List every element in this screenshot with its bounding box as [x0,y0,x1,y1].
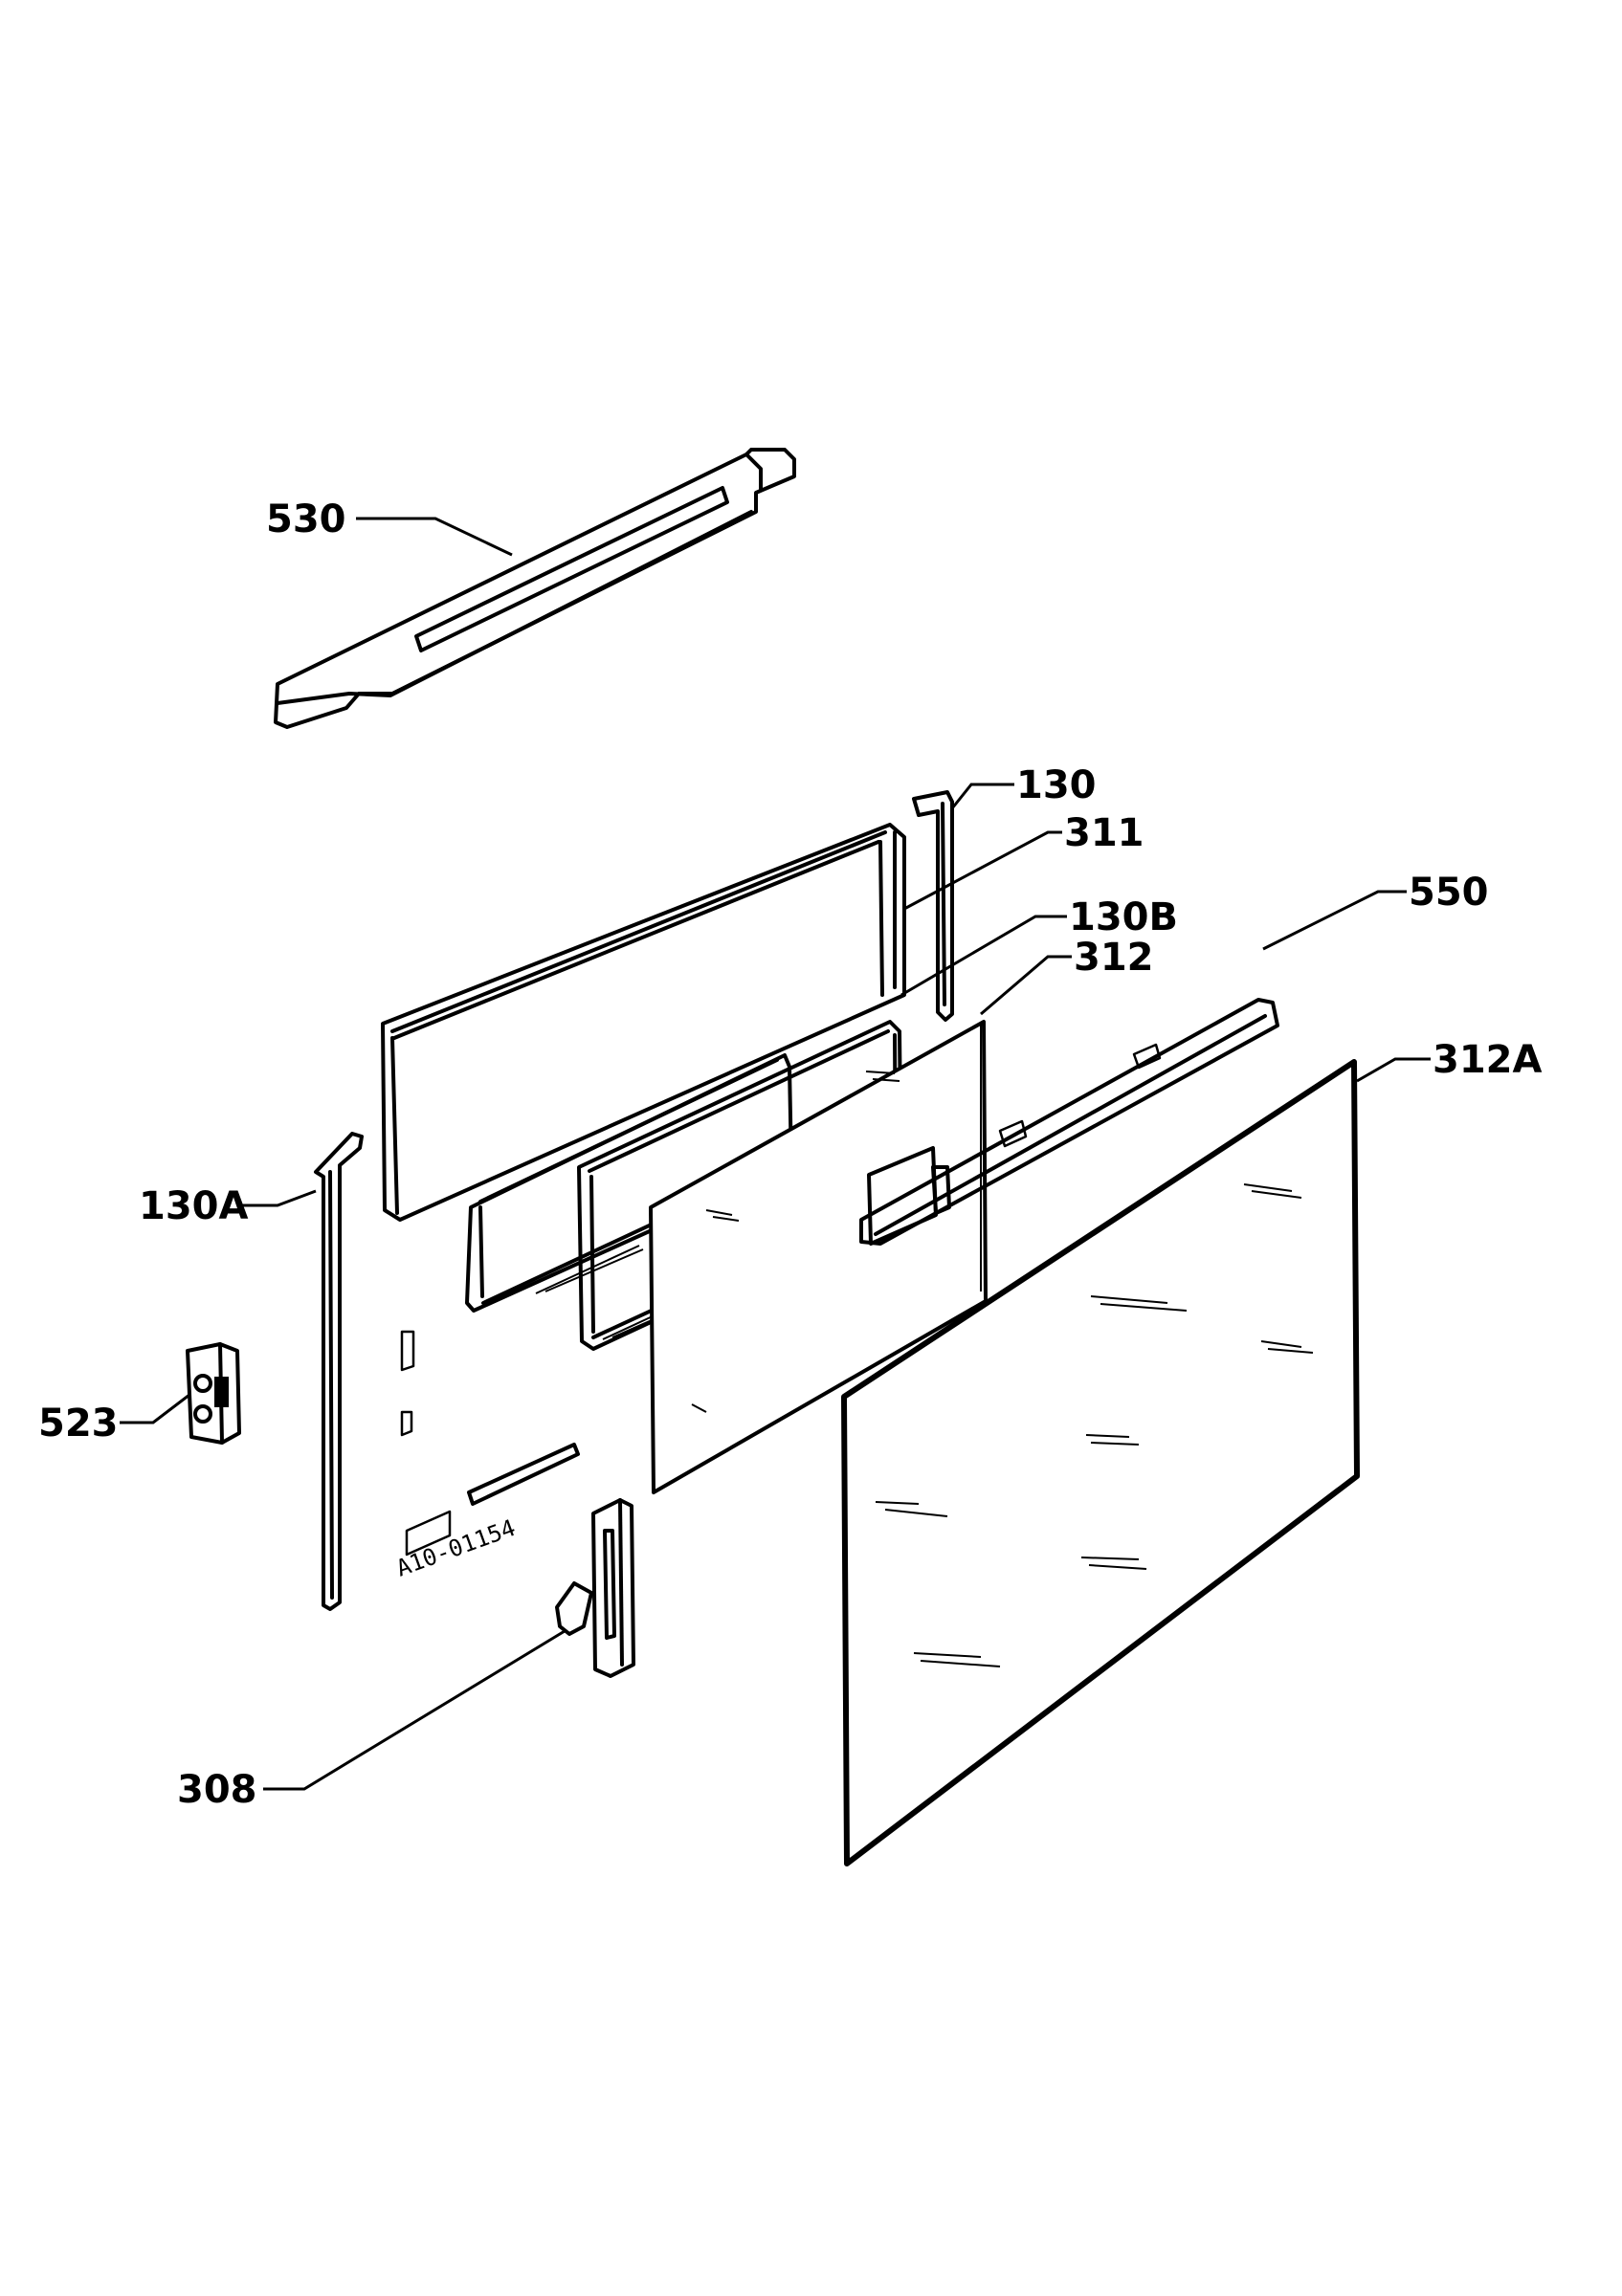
label-312a: 312A [1433,1038,1542,1082]
part-308-hinge-lever [555,1498,635,1678]
label-130: 130 [1016,763,1097,807]
label-130b: 130B [1069,895,1178,939]
leader-550 [1262,890,1407,951]
label-130a: 130A [139,1184,248,1228]
part-130a-side-strip [314,1132,364,1611]
label-523: 523 [38,1402,119,1446]
leader-312a [1356,1057,1431,1083]
part-523-hinge-bracket [186,1342,241,1445]
leader-130a [237,1189,317,1207]
leader-530 [356,517,513,557]
leader-130 [950,783,1014,809]
leader-lines [120,517,1431,1791]
part-311-inner-frame [381,823,906,1556]
leader-312 [980,955,1072,1016]
part-312a-outer-glass [841,1059,1360,1866]
label-312: 312 [1074,936,1154,980]
label-550: 550 [1409,871,1489,915]
leader-523 [120,1393,190,1424]
leader-311 [903,830,1062,911]
label-308: 308 [177,1768,257,1812]
label-530: 530 [266,497,346,541]
label-311: 311 [1064,811,1144,855]
leader-130b [900,915,1067,997]
leader-308 [263,1629,566,1791]
part-550-vent-profile [859,998,1279,1246]
drawing-number-stamp: A10-01154 [392,1514,519,1582]
part-530-top-trim [274,448,796,729]
